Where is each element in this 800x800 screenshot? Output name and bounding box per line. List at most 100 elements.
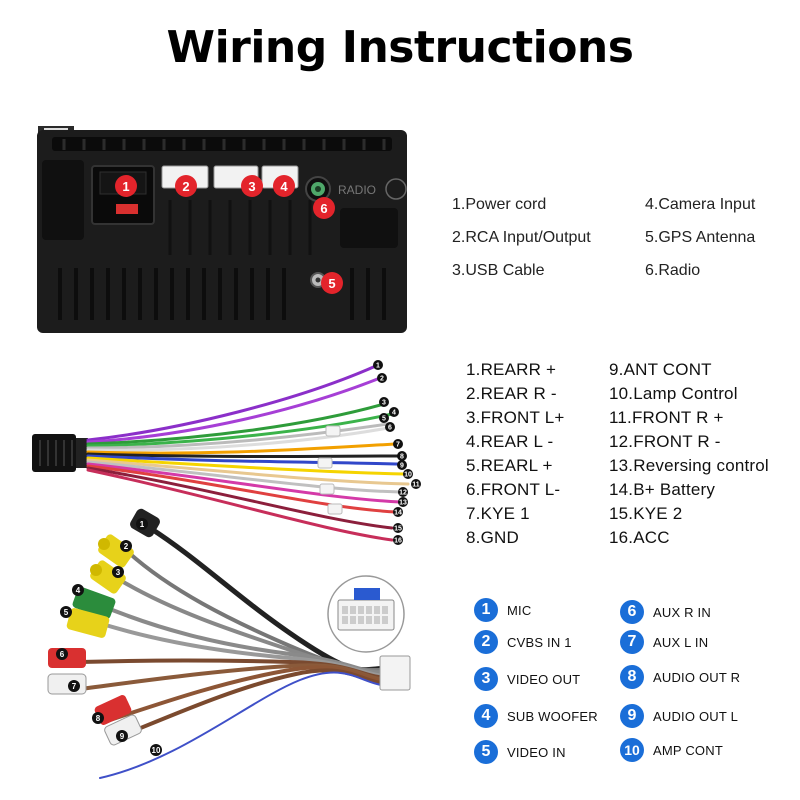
harness-wire-item: 12.FRONT R - bbox=[609, 432, 721, 451]
harness-wire-item: 16.ACC bbox=[609, 528, 670, 547]
svg-text:5: 5 bbox=[328, 276, 335, 291]
harness-wire-item: 5.REARL + bbox=[466, 456, 553, 475]
unit-port-item: 1.Power cord bbox=[452, 196, 547, 213]
svg-text:8: 8 bbox=[400, 454, 404, 461]
svg-text:2: 2 bbox=[380, 376, 384, 383]
harness-wires bbox=[86, 363, 410, 542]
number-badge: 2 bbox=[474, 630, 498, 654]
rca-legend-label: VIDEO OUT bbox=[507, 671, 581, 687]
number-badge: 4 bbox=[474, 704, 498, 728]
number-badge: 8 bbox=[620, 665, 644, 689]
rca-legend-label: SUB WOOFER bbox=[507, 708, 598, 724]
rca-legend-label: AUX R IN bbox=[653, 604, 711, 620]
number-badge: 7 bbox=[620, 630, 644, 654]
rca-legend-item-7: 7 AUX L IN bbox=[620, 629, 708, 655]
rca-legend-item-3: 3 VIDEO OUT bbox=[474, 666, 580, 692]
head-unit-badge-1: 1 bbox=[115, 175, 137, 197]
number-badge: 10 bbox=[620, 738, 644, 762]
svg-text:10: 10 bbox=[152, 746, 161, 755]
harness-wire-item: 3.FRONT L+ bbox=[466, 408, 565, 427]
head-unit-rear-panel: RADIO 1 2 3 4 5 6 bbox=[37, 126, 407, 333]
svg-text:1: 1 bbox=[140, 520, 145, 529]
rca-legend-label: AUDIO OUT L bbox=[653, 708, 739, 724]
rca-legend-item-2: 2 CVBS IN 1 bbox=[474, 629, 572, 655]
unit-ports-list-right: 4.Camera Input 5.GPS Antenna 6.Radio bbox=[645, 188, 785, 287]
harness-wire-item: 14.B+ Battery bbox=[609, 480, 716, 499]
rca-legend-label: CVBS IN 1 bbox=[507, 634, 572, 650]
svg-text:6: 6 bbox=[388, 425, 392, 432]
rca-legend-label: VIDEO IN bbox=[507, 744, 566, 760]
page-title: Wiring Instructions bbox=[166, 22, 634, 73]
harness-wire-item: 7.KYE 1 bbox=[466, 504, 530, 523]
svg-text:12: 12 bbox=[399, 490, 407, 497]
svg-text:15: 15 bbox=[394, 526, 402, 533]
svg-text:5: 5 bbox=[64, 608, 69, 617]
harness-wire-item: 6.FRONT L- bbox=[466, 480, 561, 499]
wire-harness: 1 2 3 4 5 6 7 8 9 10 11 12 13 14 15 16 bbox=[32, 360, 421, 545]
number-badge: 5 bbox=[474, 740, 498, 764]
number-badge: 1 bbox=[474, 598, 498, 622]
rca-legend-item-8: 8 AUDIO OUT R bbox=[620, 664, 740, 690]
rca-legend-item-1: 1 MIC bbox=[474, 597, 531, 623]
harness-wire-item: 9.ANT CONT bbox=[609, 360, 712, 379]
svg-text:9: 9 bbox=[400, 463, 404, 470]
svg-text:4: 4 bbox=[392, 410, 396, 417]
unit-ports-list-left: 1.Power cord 2.RCA Input/Output 3.USB Ca… bbox=[452, 188, 612, 287]
svg-text:2: 2 bbox=[124, 542, 129, 551]
rca-cable: 1 2 3 4 5 6 7 8 9 10 bbox=[47, 508, 411, 779]
svg-text:7: 7 bbox=[72, 682, 77, 691]
radio-embossed-text: RADIO bbox=[338, 183, 376, 197]
rca-legend-label: MIC bbox=[507, 602, 532, 618]
head-unit-badge-2: 2 bbox=[175, 175, 197, 197]
harness-wire-item: 4.REAR L - bbox=[466, 432, 554, 451]
harness-wire-item: 15.KYE 2 bbox=[609, 504, 683, 523]
svg-text:13: 13 bbox=[399, 500, 407, 507]
unit-port-item: 6.Radio bbox=[645, 262, 701, 279]
svg-text:1: 1 bbox=[122, 179, 129, 194]
number-badge: 3 bbox=[474, 667, 498, 691]
svg-text:9: 9 bbox=[120, 732, 125, 741]
svg-text:2: 2 bbox=[182, 179, 189, 194]
rca-legend-label: AUDIO OUT R bbox=[653, 669, 741, 685]
unit-port-item: 4.Camera Input bbox=[645, 196, 756, 213]
rca-legend-item-10: 10 AMP CONT bbox=[620, 737, 723, 763]
number-badge: 6 bbox=[620, 600, 644, 624]
harness-wire-item: 2.REAR R - bbox=[466, 384, 557, 403]
rca-legend-item-4: 4 SUB WOOFER bbox=[474, 703, 598, 729]
harness-wire-list-left: 1.REARR + 2.REAR R - 3.FRONT L+ 4.REAR L… bbox=[466, 358, 606, 550]
svg-text:14: 14 bbox=[394, 510, 402, 517]
rca-legend-item-6: 6 AUX R IN bbox=[620, 599, 711, 625]
rca-legend-item-5: 5 VIDEO IN bbox=[474, 739, 566, 765]
svg-text:10: 10 bbox=[404, 472, 412, 479]
svg-text:3: 3 bbox=[116, 568, 121, 577]
rca-legend-label: AMP CONT bbox=[653, 742, 723, 758]
svg-text:7: 7 bbox=[396, 442, 400, 449]
head-unit-badge-3: 3 bbox=[241, 175, 263, 197]
svg-text:4: 4 bbox=[76, 586, 81, 595]
head-unit-badge-6: 6 bbox=[313, 197, 335, 219]
svg-text:3: 3 bbox=[248, 179, 255, 194]
harness-wire-item: 11.FRONT R + bbox=[609, 408, 724, 427]
head-unit-badge-4: 4 bbox=[273, 175, 295, 197]
harness-wire-item: 8.GND bbox=[466, 528, 519, 547]
rca-legend-label: AUX L IN bbox=[653, 634, 709, 650]
svg-text:4: 4 bbox=[280, 179, 288, 194]
svg-text:6: 6 bbox=[320, 201, 327, 216]
unit-port-item: 2.RCA Input/Output bbox=[452, 229, 591, 246]
number-badge: 9 bbox=[620, 704, 644, 728]
svg-text:6: 6 bbox=[60, 650, 65, 659]
svg-text:11: 11 bbox=[412, 482, 420, 489]
unit-port-item: 5.GPS Antenna bbox=[645, 229, 756, 246]
harness-wire-item: 10.Lamp Control bbox=[609, 384, 738, 403]
svg-text:8: 8 bbox=[96, 714, 101, 723]
svg-text:3: 3 bbox=[382, 400, 386, 407]
svg-text:1: 1 bbox=[376, 363, 380, 370]
unit-port-item: 3.USB Cable bbox=[452, 262, 545, 279]
harness-wire-list-right: 9.ANT CONT 10.Lamp Control 11.FRONT R + … bbox=[609, 358, 794, 550]
svg-text:5: 5 bbox=[382, 416, 386, 423]
rca-legend-item-9: 9 AUDIO OUT L bbox=[620, 703, 738, 729]
svg-text:16: 16 bbox=[394, 538, 402, 545]
harness-wire-item: 1.REARR + bbox=[466, 360, 557, 379]
head-unit-badge-5: 5 bbox=[321, 272, 343, 294]
